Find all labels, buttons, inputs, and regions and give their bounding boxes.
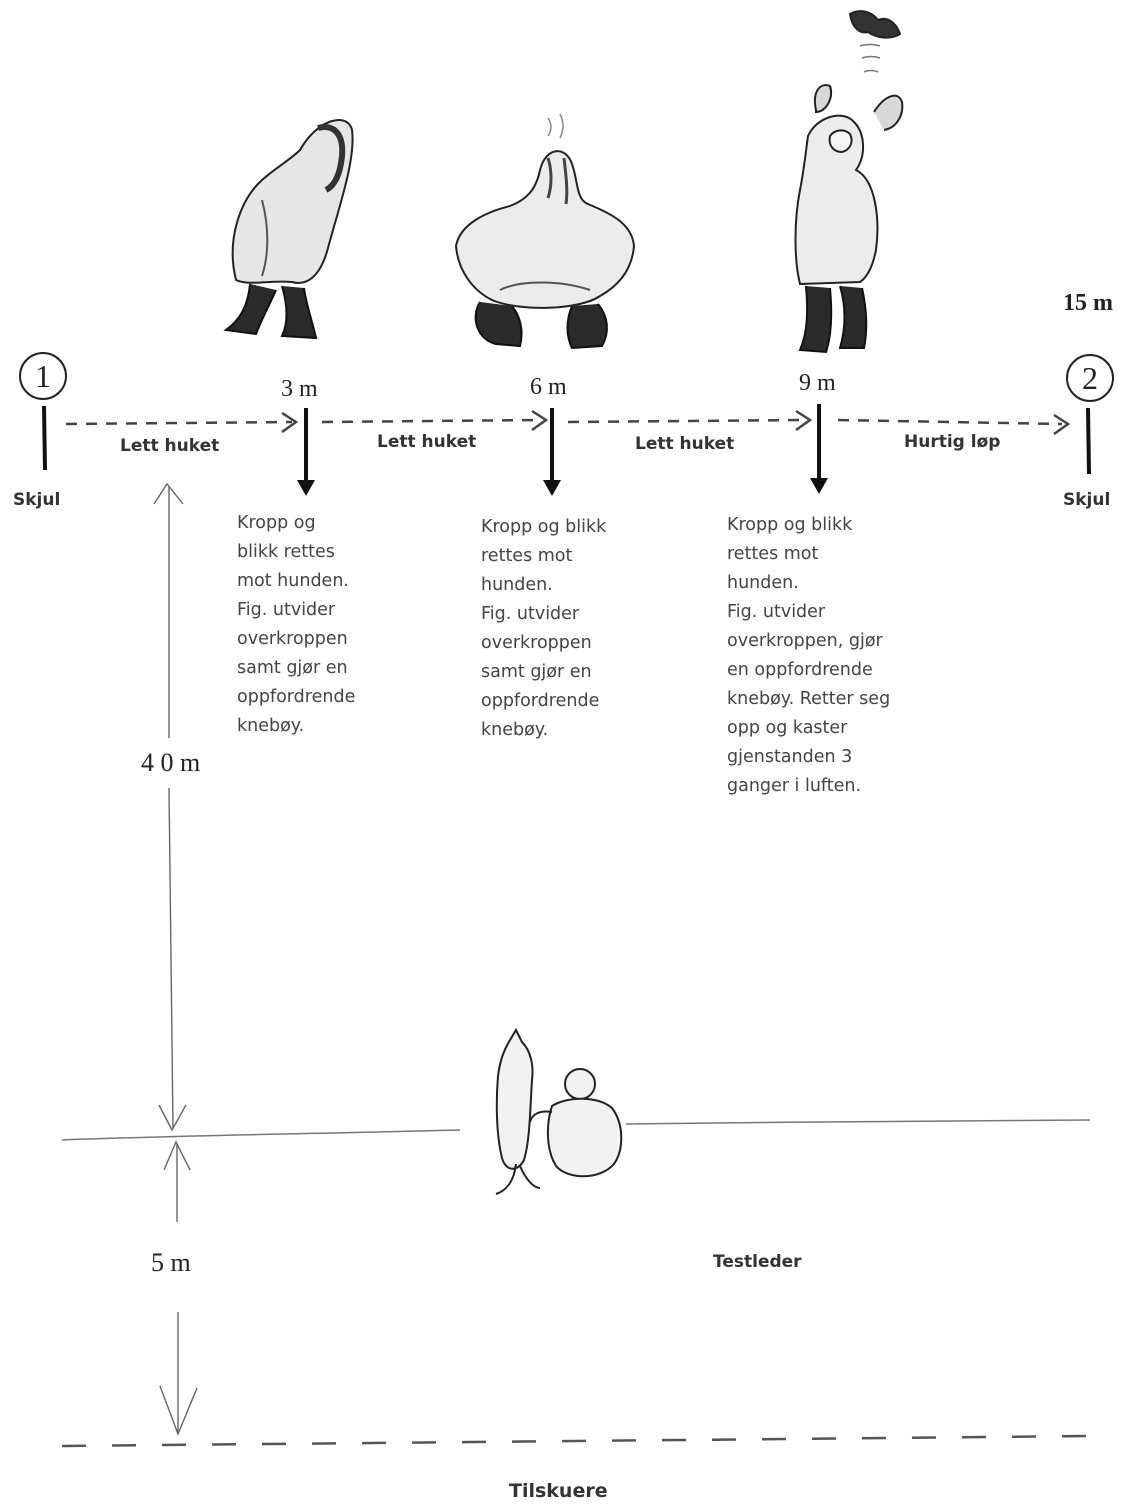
dimension-40m xyxy=(153,482,187,1132)
description-line: ganger i luften. xyxy=(727,776,862,796)
segment-label-2: Lett huket xyxy=(377,432,477,452)
description-line: Fig. utvider xyxy=(727,602,826,622)
route-segment-3 xyxy=(567,418,807,424)
description-line: oppfordrende xyxy=(237,687,356,707)
figure-throwing-icon xyxy=(794,10,904,354)
marker-arrowhead-6m xyxy=(543,480,561,496)
description-line: gjenstanden 3 xyxy=(727,747,853,767)
dimension-5m xyxy=(159,1140,198,1436)
arrowhead-4 xyxy=(1053,413,1071,436)
description-line: overkroppen xyxy=(481,633,592,653)
end-post xyxy=(1086,407,1091,475)
route-dashed-arrows xyxy=(65,418,1063,426)
description-line: rettes mot xyxy=(727,544,819,564)
arrowhead-2 xyxy=(531,409,549,432)
route-arrowheads xyxy=(281,409,1071,436)
description-line: overkroppen xyxy=(237,629,348,649)
description-3m: Kropp og blikk rettes mot hunden. Fig. u… xyxy=(237,509,355,741)
distance-5m-label: 5 m xyxy=(151,1248,191,1277)
description-line: Fig. utvider xyxy=(237,600,336,620)
description-line: knebøy. xyxy=(237,716,305,736)
description-line: overkroppen, gjør xyxy=(727,631,883,651)
marker-arrowhead-3m xyxy=(297,480,315,496)
total-distance-label: 15 m xyxy=(1063,290,1113,316)
end-point-number: 2 xyxy=(1082,359,1098,396)
description-line: opp og kaster xyxy=(727,718,848,738)
marker-arrows xyxy=(297,404,828,496)
description-line: samt gjør en xyxy=(237,658,348,678)
test-leader-label: Testleder xyxy=(713,1252,802,1272)
end-hide-label: Skjul xyxy=(1063,490,1111,510)
description-6m: Kropp og blikk rettes mot hunden. Fig. u… xyxy=(481,513,606,745)
route-segment-2 xyxy=(321,418,543,424)
route-segment-1 xyxy=(65,420,293,426)
arrowhead-1 xyxy=(281,411,299,434)
segment-label-4: Hurtig løp xyxy=(904,432,1001,452)
description-line: Kropp og xyxy=(237,513,316,533)
description-line: Kropp og blikk xyxy=(481,517,607,537)
start-hide-label: Skjul xyxy=(13,490,61,510)
start-point-marker: 1 xyxy=(19,352,67,400)
ground-line xyxy=(61,1119,1091,1141)
description-line: rettes mot xyxy=(481,546,573,566)
start-point-number: 1 xyxy=(35,357,51,394)
marker-arrowhead-9m xyxy=(810,478,828,494)
start-post xyxy=(42,405,47,471)
description-line: Fig. utvider xyxy=(481,604,580,624)
description-line: hunden. xyxy=(727,573,799,593)
route-segment-4 xyxy=(837,418,1063,426)
description-9m: Kropp og blikk rettes mot hunden. Fig. u… xyxy=(727,511,890,801)
spectators-label: Tilskuere xyxy=(509,1480,608,1502)
description-line: mot hunden. xyxy=(237,571,349,591)
description-line: blikk rettes xyxy=(237,542,335,562)
marker-label-3m: 3 m xyxy=(281,376,318,402)
marker-label-9m: 9 m xyxy=(799,370,836,396)
end-point-marker: 2 xyxy=(1066,354,1114,402)
test-leader-with-dog-icon xyxy=(495,1027,623,1195)
description-line: oppfordrende xyxy=(481,691,600,711)
figure-crouching-icon xyxy=(454,113,636,350)
description-line: knebøy. xyxy=(481,720,549,740)
arrowhead-3 xyxy=(795,409,813,432)
description-line: Kropp og blikk xyxy=(727,515,853,535)
distance-40m-label: 4 0 m xyxy=(141,748,201,777)
description-line: hunden. xyxy=(481,575,553,595)
description-line: en oppfordrende xyxy=(727,660,873,680)
figure-hunched-icon xyxy=(223,119,354,340)
segment-label-3: Lett huket xyxy=(635,434,735,454)
spectator-line xyxy=(61,1434,1093,1448)
description-line: samt gjør en xyxy=(481,662,592,682)
description-line: knebøy. Retter seg xyxy=(727,689,891,709)
marker-label-6m: 6 m xyxy=(530,374,567,400)
segment-label-1: Lett huket xyxy=(120,436,220,456)
